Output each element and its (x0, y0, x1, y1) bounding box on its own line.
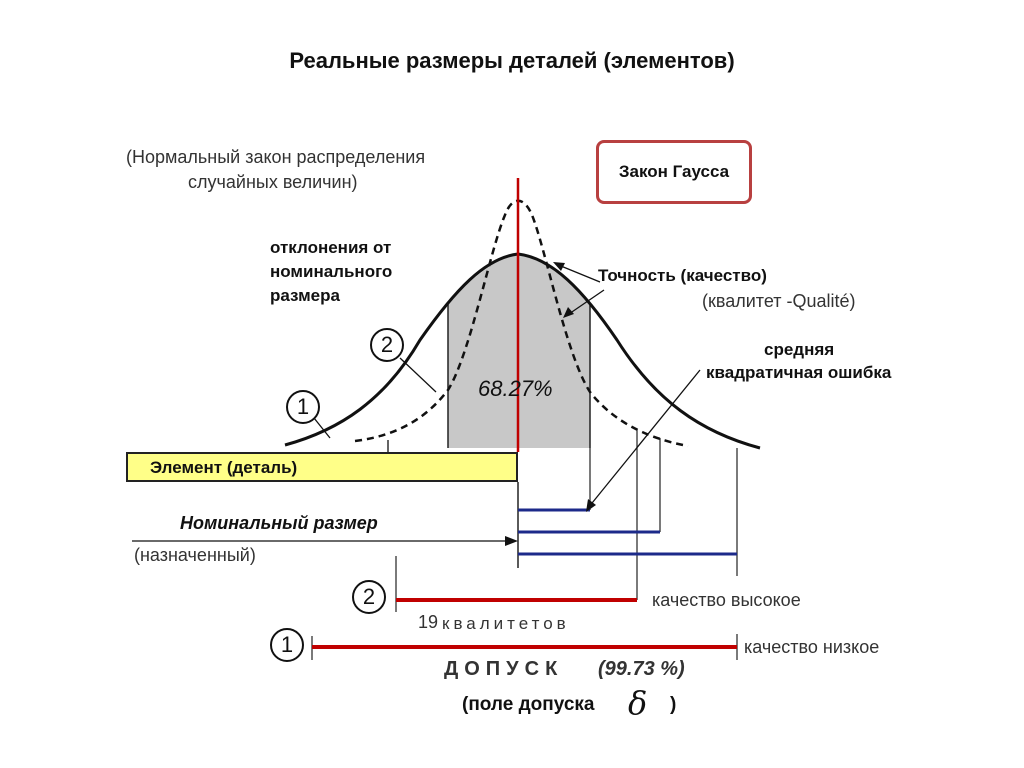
tolerance-field: (поле допуска (462, 694, 595, 715)
quality-low: качество низкое (744, 637, 880, 657)
close-paren: ) (670, 694, 677, 715)
qualitet-label: (квалитет -Qualité) (702, 291, 856, 311)
nominal-arrowhead (505, 536, 518, 546)
tolerance-pct: (99.73 %) (598, 658, 685, 680)
accuracy-arrow-2 (565, 289, 605, 317)
law-note-line2: случайных величин) (188, 172, 358, 192)
qualitets-num: 19 (418, 612, 439, 632)
rms-arrow (587, 369, 701, 509)
delta-symbol: δ (628, 684, 648, 722)
element-bar: Элемент (деталь) (126, 452, 518, 482)
accuracy-arrowhead-1 (553, 262, 565, 271)
circle-1-leader (313, 417, 331, 439)
circle-2-leader (399, 357, 437, 393)
accuracy-arrowhead-2 (563, 307, 574, 318)
tolerance-1-marker: 1 (270, 628, 304, 662)
deviations-line2: номинального (270, 262, 393, 281)
page-title: Реальные размеры деталей (элементов) (289, 48, 735, 73)
deviations-line3: размера (270, 286, 340, 305)
gauss-law-box: Закон Гаусса (596, 140, 752, 204)
curve-1-marker: 1 (286, 390, 320, 424)
rms-arrowhead (586, 499, 596, 512)
curve-2-marker: 2 (370, 328, 404, 362)
nominal-sub: (назначенный) (134, 545, 256, 565)
deviations-line1: отклонения от (270, 238, 392, 257)
nominal-label: Номинальный размер (180, 513, 378, 533)
rms-line1: средняя (764, 340, 835, 359)
percent-inner: 68.27% (478, 376, 553, 401)
tolerance-2-marker: 2 (352, 580, 386, 614)
quality-high: качество высокое (652, 590, 801, 610)
accuracy-label: Точность (качество) (598, 266, 767, 285)
law-note-line1: (Нормальный закон распределения (126, 147, 426, 167)
accuracy-arrow-1 (555, 263, 601, 283)
tolerance-word: ДОПУСК (444, 658, 564, 680)
rms-line2: квадратичная ошибка (706, 363, 892, 382)
qualitets-word: квалитетов (442, 614, 570, 633)
